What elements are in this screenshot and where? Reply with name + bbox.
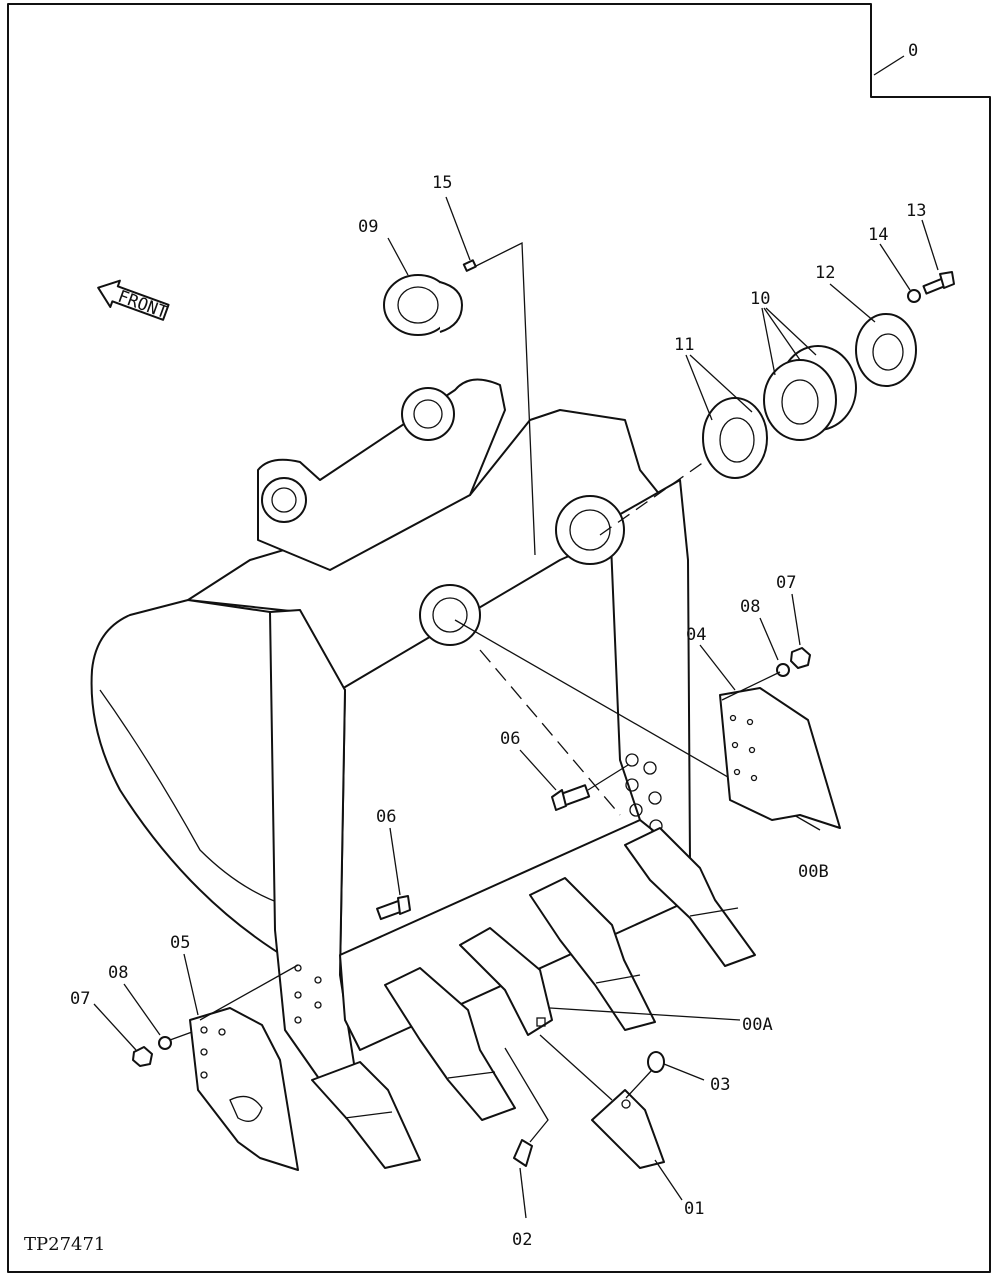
callout-13: 13 (906, 201, 926, 221)
part-12-plate (855, 313, 917, 387)
part-14-washer (907, 289, 921, 303)
part-09-cover (383, 274, 463, 336)
callout-03: 03 (710, 1075, 730, 1095)
part-08-washer-right (776, 663, 790, 677)
callout-leader-0 (873, 55, 905, 76)
part-08-washer-left (158, 1036, 172, 1050)
callout-09: 09 (358, 217, 378, 237)
svg-text:FRONT: FRONT (115, 287, 170, 323)
part-07-nut-left (132, 1046, 153, 1067)
alignment-line-09 (467, 241, 536, 556)
callout-07a: 07 (776, 573, 796, 593)
callout-04: 04 (686, 625, 706, 645)
callout-10: 10 (750, 289, 770, 309)
part-13-bolt (922, 271, 955, 295)
callout-07b: 07 (70, 989, 90, 1009)
figure-code: TP27471 (24, 1234, 105, 1255)
callout-08a: 08 (740, 597, 760, 617)
part-06-bolt-upper (551, 784, 591, 811)
tooth-adapter-4 (529, 877, 656, 1031)
tooth-adapter-3 (459, 927, 553, 1036)
part-15-pin (462, 259, 477, 272)
callout-15: 15 (432, 173, 452, 193)
callout-06a: 06 (500, 729, 520, 749)
callout-02: 02 (512, 1230, 532, 1250)
callout-12: 12 (815, 263, 835, 283)
part-02-lock (513, 1139, 533, 1167)
callout-00B: 00B (798, 862, 829, 882)
part-06-bolt-lower (376, 895, 411, 921)
part-01-tooth (591, 1089, 665, 1169)
callout-05: 05 (170, 933, 190, 953)
tooth-adapter-5 (624, 827, 756, 967)
part-04-side-cutter (719, 687, 841, 829)
tooth-adapter-1 (311, 1061, 421, 1169)
callout-01: 01 (684, 1199, 704, 1219)
pin-boss-ears (257, 378, 625, 646)
part-05-side-cutter (189, 1007, 299, 1171)
alignment-line-00B-dash (479, 649, 621, 816)
callout-08b: 08 (108, 963, 128, 983)
part-11-shim (702, 397, 768, 479)
callout-0: 0 (908, 41, 918, 61)
part-10-seal-stack (763, 345, 857, 441)
callout-00A: 00A (742, 1015, 773, 1035)
part-07-nut-right (790, 647, 811, 669)
part-03-pin (647, 1051, 665, 1073)
front-arrow-icon: FRONT (97, 279, 170, 323)
callout-14: 14 (868, 225, 888, 245)
callout-11: 11 (674, 335, 694, 355)
diagram-frame (7, 3, 991, 1273)
callout-06b: 06 (376, 807, 396, 827)
alignment-line-11 (599, 444, 729, 536)
tooth-adapter-2 (384, 967, 516, 1121)
